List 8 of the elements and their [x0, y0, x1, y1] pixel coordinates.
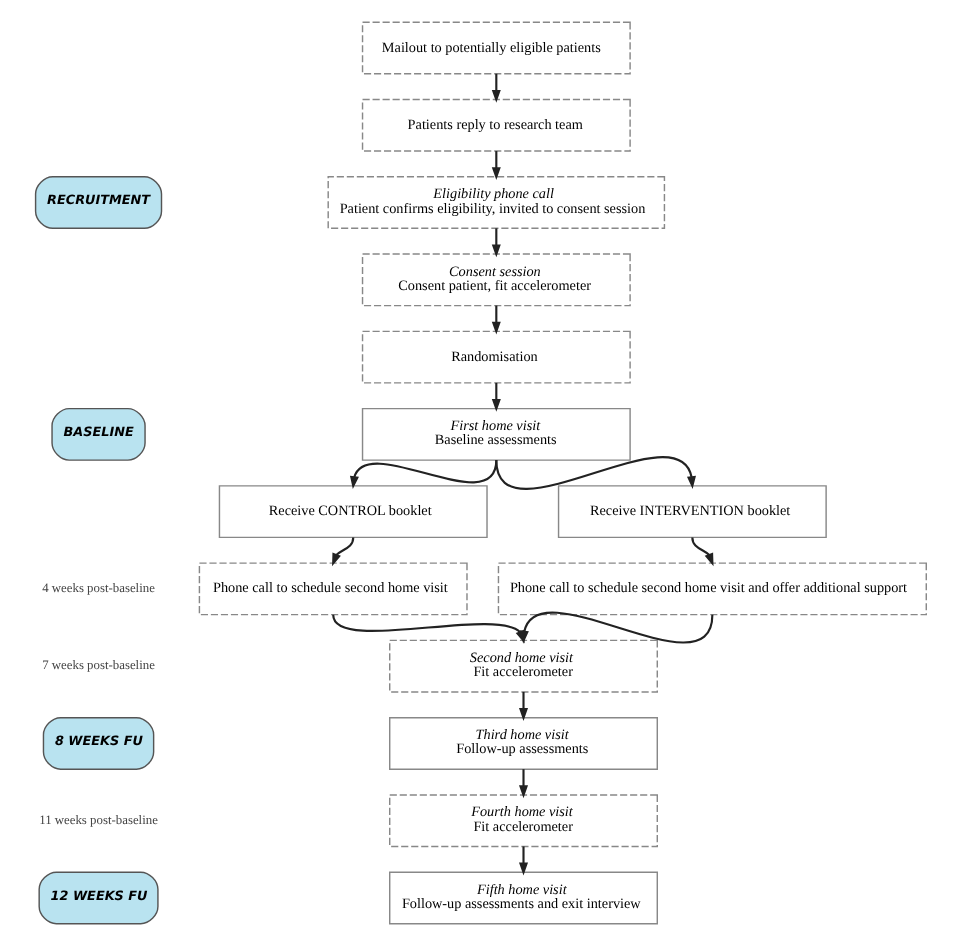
arrow	[519, 691, 529, 721]
arrow	[691, 537, 714, 567]
arrow	[519, 846, 529, 876]
arrow	[519, 611, 714, 644]
arrow	[519, 769, 529, 799]
arrow	[495, 456, 696, 490]
arrow	[332, 537, 355, 567]
arrow	[349, 459, 498, 490]
